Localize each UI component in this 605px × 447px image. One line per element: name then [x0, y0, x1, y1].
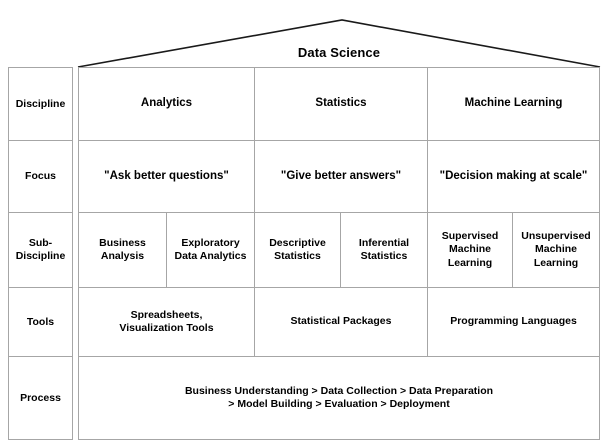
discipline-row: Analytics Statistics Machine Learning	[79, 68, 599, 141]
sub-discipline-row: Business Analysis Exploratory Data Analy…	[79, 213, 599, 288]
cell-sub-exploratory-data-analytics-text: Exploratory Data Analytics	[174, 236, 247, 263]
cell-tools-analytics: Spreadsheets, Visualization Tools	[79, 288, 255, 356]
cell-discipline-statistics: Statistics	[255, 68, 428, 140]
cell-sub-inferential-statistics-text: Inferential Statistics	[358, 236, 410, 263]
cell-sub-descriptive-statistics-text: Descriptive Statistics	[269, 236, 326, 263]
cell-discipline-analytics: Analytics	[79, 68, 255, 140]
row-label-focus: Focus	[9, 141, 72, 213]
cell-focus-machine-learning: "Decision making at scale"	[428, 141, 599, 212]
tools-row: Spreadsheets, Visualization Tools Statis…	[79, 288, 599, 357]
cell-sub-inferential-statistics: Inferential Statistics	[341, 213, 428, 287]
cell-focus-statistics-text: "Give better answers"	[280, 169, 402, 182]
row-label-process: Process	[9, 357, 72, 439]
row-label-sub-discipline: Sub- Discipline	[9, 213, 72, 288]
row-label-sub-discipline-text: Sub- Discipline	[15, 237, 66, 262]
cell-discipline-machine-learning-text: Machine Learning	[464, 97, 563, 110]
cell-focus-statistics: "Give better answers"	[255, 141, 428, 212]
roof-shape-icon	[77, 19, 601, 68]
cell-discipline-statistics-text: Statistics	[315, 97, 367, 110]
row-label-tools-text: Tools	[26, 315, 55, 328]
cell-sub-business-analysis: Business Analysis	[79, 213, 167, 287]
row-label-focus-text: Focus	[25, 170, 56, 182]
row-label-tools: Tools	[9, 288, 72, 357]
cell-sub-exploratory-data-analytics: Exploratory Data Analytics	[167, 213, 255, 287]
cell-sub-unsupervised-machine-learning: Unsupervised Machine Learning	[513, 213, 599, 287]
cell-discipline-analytics-text: Analytics	[140, 97, 193, 110]
cell-process-pipeline-text: Business Understanding > Data Collection…	[184, 384, 494, 411]
process-row: Business Understanding > Data Collection…	[79, 357, 599, 439]
row-label-process-text: Process	[20, 391, 61, 404]
cell-sub-supervised-machine-learning: Supervised Machine Learning	[428, 213, 513, 287]
cell-tools-statistics: Statistical Packages	[255, 288, 428, 356]
cell-focus-analytics-text: "Ask better questions"	[104, 169, 229, 182]
row-label-discipline: Discipline	[9, 68, 72, 141]
row-label-discipline-text: Discipline	[15, 97, 66, 110]
cell-sub-business-analysis-text: Business Analysis	[99, 236, 146, 263]
cell-tools-analytics-text: Spreadsheets, Visualization Tools	[119, 308, 214, 335]
main-content-table: Analytics Statistics Machine Learning "A…	[78, 67, 600, 440]
diagram-title: Data Science	[297, 45, 381, 60]
cell-tools-machine-learning: Programming Languages	[428, 288, 599, 356]
cell-focus-machine-learning-text: "Decision making at scale"	[439, 169, 588, 182]
row-label-column: Discipline Focus Sub- Discipline Tools P…	[8, 67, 73, 440]
cell-discipline-machine-learning: Machine Learning	[428, 68, 599, 140]
cell-tools-statistics-text: Statistical Packages	[290, 315, 392, 328]
focus-row: "Ask better questions" "Give better answ…	[79, 141, 599, 213]
cell-sub-descriptive-statistics: Descriptive Statistics	[255, 213, 341, 287]
cell-sub-unsupervised-machine-learning-text: Unsupervised Machine Learning	[521, 229, 591, 269]
cell-sub-supervised-machine-learning-text: Supervised Machine Learning	[441, 229, 499, 269]
cell-focus-analytics: "Ask better questions"	[79, 141, 255, 212]
cell-process-pipeline: Business Understanding > Data Collection…	[79, 357, 599, 439]
cell-tools-machine-learning-text: Programming Languages	[450, 315, 577, 328]
